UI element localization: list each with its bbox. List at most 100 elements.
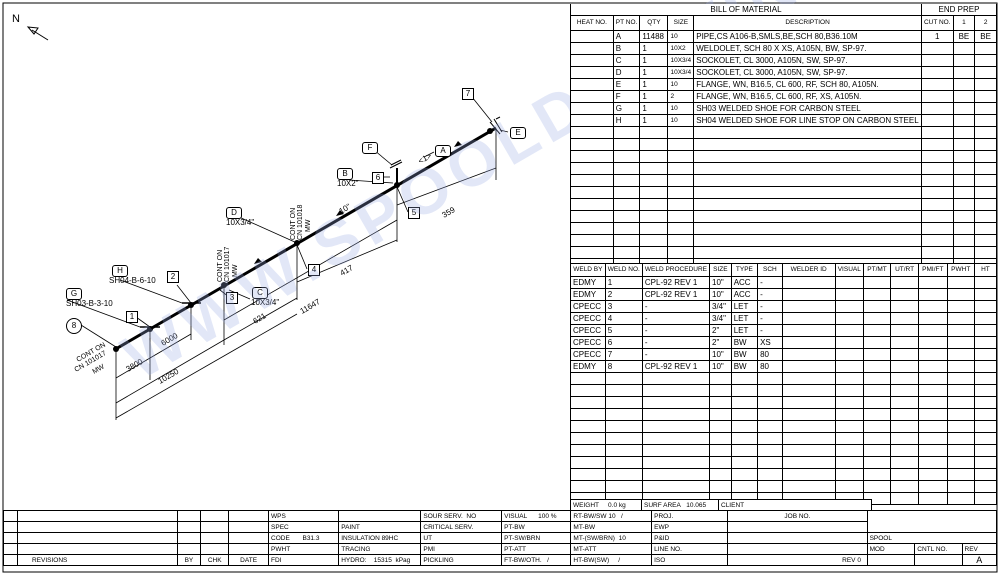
tb-ewp: EWP — [651, 521, 729, 533]
bom-cell-qty: 1 — [639, 54, 669, 67]
weld-cell-no — [604, 432, 643, 445]
bom-cell-qty: 1 — [639, 90, 669, 103]
weld-cell-by: EDMY — [570, 288, 606, 301]
bom-cell-cut: 1 — [920, 30, 954, 43]
weld-hdr-size: SIZE — [709, 263, 732, 277]
weld-row — [570, 420, 998, 433]
bom-cell-pt: E — [612, 78, 641, 91]
weld-cell-ht — [973, 432, 998, 445]
weld-cell-welder — [781, 276, 836, 289]
weld-cell-visual — [834, 396, 864, 409]
weld-cell-no: 1 — [604, 276, 643, 289]
weld-cell-visual — [834, 348, 864, 361]
bom-cell-size: 10 — [667, 30, 695, 43]
dim-11647: 11647 — [299, 297, 323, 316]
bom-cell-heat — [570, 138, 614, 151]
north-label: N — [12, 13, 20, 25]
weld-cell-welder — [781, 468, 836, 481]
weld-cell-type: ACC — [730, 288, 759, 301]
weld-cell-ptmt — [862, 288, 892, 301]
weld-cell-ptmt — [862, 480, 892, 493]
bom-cell-pt — [612, 138, 641, 151]
weld-cell-type: ACC — [730, 276, 759, 289]
bom-cell-desc: SH03 WELDED SHOE FOR CARBON STEEL — [693, 102, 922, 115]
bom-cell-pt — [612, 126, 641, 139]
bom-cell-heat — [570, 114, 614, 127]
label-g-ref: SH03-B-3-10 — [66, 299, 113, 308]
bom-cell-pt: D — [612, 66, 641, 79]
weld-cell-proc: - — [641, 324, 711, 337]
weld-cell-welder — [781, 312, 836, 325]
label-h-ref: SH04-B-6-10 — [109, 276, 156, 285]
tb-mtsw: MT-(SW/BRN) — [573, 534, 615, 542]
tb-htbw: HT-BW(SW) — [573, 556, 610, 564]
dim-6000: 6000 — [160, 331, 180, 348]
tb-fdi: FDI — [268, 554, 340, 566]
weld-cell-ht — [973, 360, 998, 373]
weld-cell-ptmt — [862, 432, 892, 445]
weld-cell-by — [570, 384, 606, 397]
weld-cell-pmift — [917, 432, 948, 445]
bom-cell-pt: F — [612, 90, 641, 103]
bom-cell-cut — [920, 210, 954, 223]
weld-cell-ptmt — [862, 456, 892, 469]
bom-cell-pt: A — [612, 30, 641, 43]
tag-4: 4 — [308, 264, 320, 276]
bom-cell-desc: SOCKOLET, CL 3000, A105N, SW, SP-97. — [693, 66, 922, 79]
tb-date: DATE — [228, 554, 270, 566]
weld-cell-utrt — [890, 408, 919, 421]
bom-cell-desc — [693, 126, 922, 139]
weld-cell-proc — [641, 444, 711, 457]
bom-end-prep: END PREP — [920, 4, 998, 16]
weld-cell-pwht — [946, 420, 975, 433]
weld-cell-pwht — [946, 480, 975, 493]
weld-cell-type: BW — [730, 348, 759, 361]
weld-cell-size: 3/4" — [709, 300, 732, 313]
weld-cell-visual — [834, 420, 864, 433]
bom-cell-ep2 — [974, 222, 997, 235]
weld-cell-visual — [834, 300, 864, 313]
weld-row — [570, 384, 998, 397]
weld-cell-sch — [757, 480, 783, 493]
tb-paint: PAINT — [338, 521, 422, 533]
tb-job: JOB NO. — [727, 510, 868, 522]
weld-cell-visual — [834, 276, 864, 289]
bom-row — [570, 150, 997, 163]
bom-cell-pt — [612, 162, 641, 175]
bom-cell-pt: G — [612, 102, 641, 115]
bom-cell-qty — [639, 186, 669, 199]
weld-cell-pwht — [946, 324, 975, 337]
bom-hdr-size: SIZE — [667, 15, 695, 31]
bom-cell-qty: 1 — [639, 102, 669, 115]
weld-hdr-proc: WELD PROCEDURE — [641, 263, 711, 277]
weld-cell-by: CPECC — [570, 348, 606, 361]
weld-cell-pmift — [917, 276, 948, 289]
bom-cell-heat — [570, 174, 614, 187]
weld-cell-ht — [973, 408, 998, 421]
weld-cell-utrt — [890, 396, 919, 409]
weld-row — [570, 456, 998, 469]
bom-row — [570, 210, 997, 223]
bom-cell-heat — [570, 126, 614, 139]
bom-cell-heat — [570, 102, 614, 115]
bom-cell-heat — [570, 246, 614, 259]
weld-cell-sch — [757, 468, 783, 481]
weld-cell-welder — [781, 336, 836, 349]
tag-2: 2 — [167, 271, 179, 283]
weld-cell-utrt — [890, 480, 919, 493]
weld-cell-size — [709, 456, 732, 469]
weld-cell-visual — [834, 468, 864, 481]
weld-cell-proc: CPL-92 REV 1 — [641, 288, 711, 301]
weld-cell-type: LET — [730, 312, 759, 325]
weld-row — [570, 480, 998, 493]
bom-cell-qty — [639, 198, 669, 211]
tb-code-val: B31.3 — [302, 534, 320, 542]
weld-cell-ht — [973, 336, 998, 349]
weld-cell-sch — [757, 420, 783, 433]
weld-dot — [221, 282, 227, 288]
